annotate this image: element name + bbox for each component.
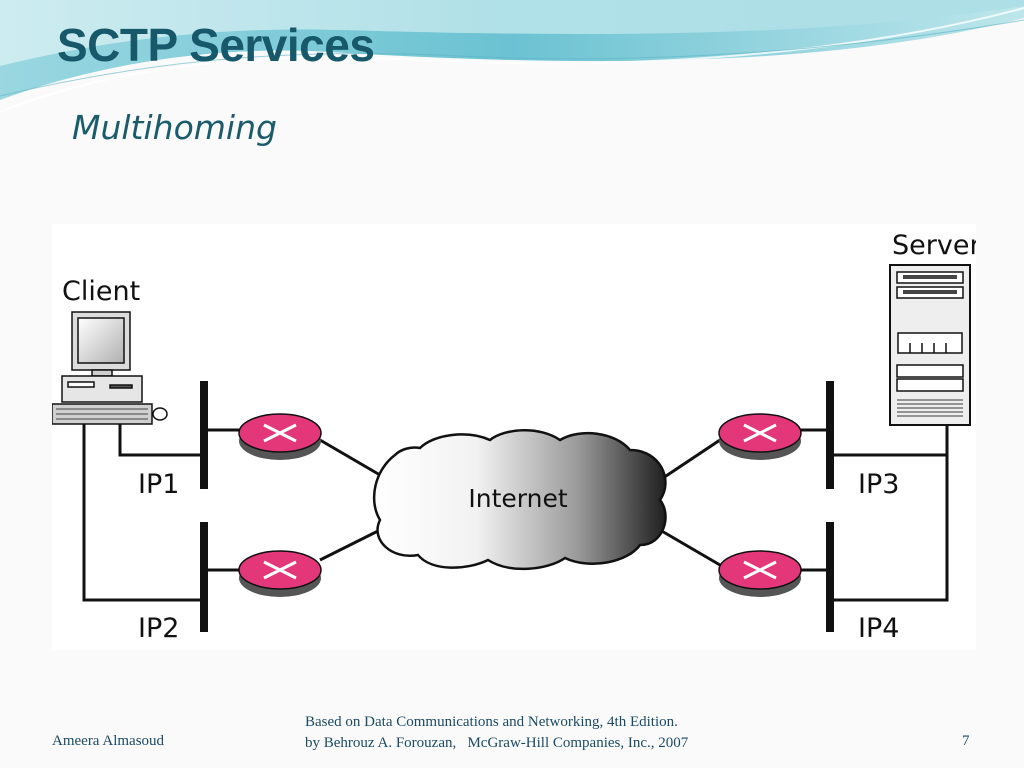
interface-label-ip4: IP4 <box>858 613 899 644</box>
network-links <box>82 420 949 602</box>
interface-label-ip2: IP2 <box>138 613 179 644</box>
slide-subtitle: Multihoming <box>72 108 277 147</box>
interface-label-ip1: IP1 <box>138 469 179 500</box>
server-label: Server <box>892 230 976 261</box>
router-icon <box>238 413 322 460</box>
footer-credit: Based on Data Communications and Network… <box>305 712 688 754</box>
multihoming-diagram: Client Server Internet IP1 <box>52 224 976 650</box>
interface-bars <box>200 381 834 632</box>
page-number: 7 <box>962 733 970 749</box>
desktop-computer-icon <box>52 311 168 425</box>
internet-label: Internet <box>468 484 567 513</box>
interface-label-ip3: IP3 <box>858 469 899 500</box>
router-icon <box>718 550 802 597</box>
footer-credit-line-1: Based on Data Communications and Network… <box>305 714 678 730</box>
footer-author: Ameera Almasoud <box>52 733 165 749</box>
router-icon <box>718 413 802 460</box>
client-label: Client <box>62 276 140 307</box>
router-icon <box>238 550 322 597</box>
server-tower-icon <box>889 264 971 426</box>
cloud-icon <box>372 429 667 571</box>
slide-title: SCTP Services <box>57 19 375 71</box>
footer-credit-line-2: by Behrouz A. Forouzan, McGraw-Hill Comp… <box>305 735 689 751</box>
